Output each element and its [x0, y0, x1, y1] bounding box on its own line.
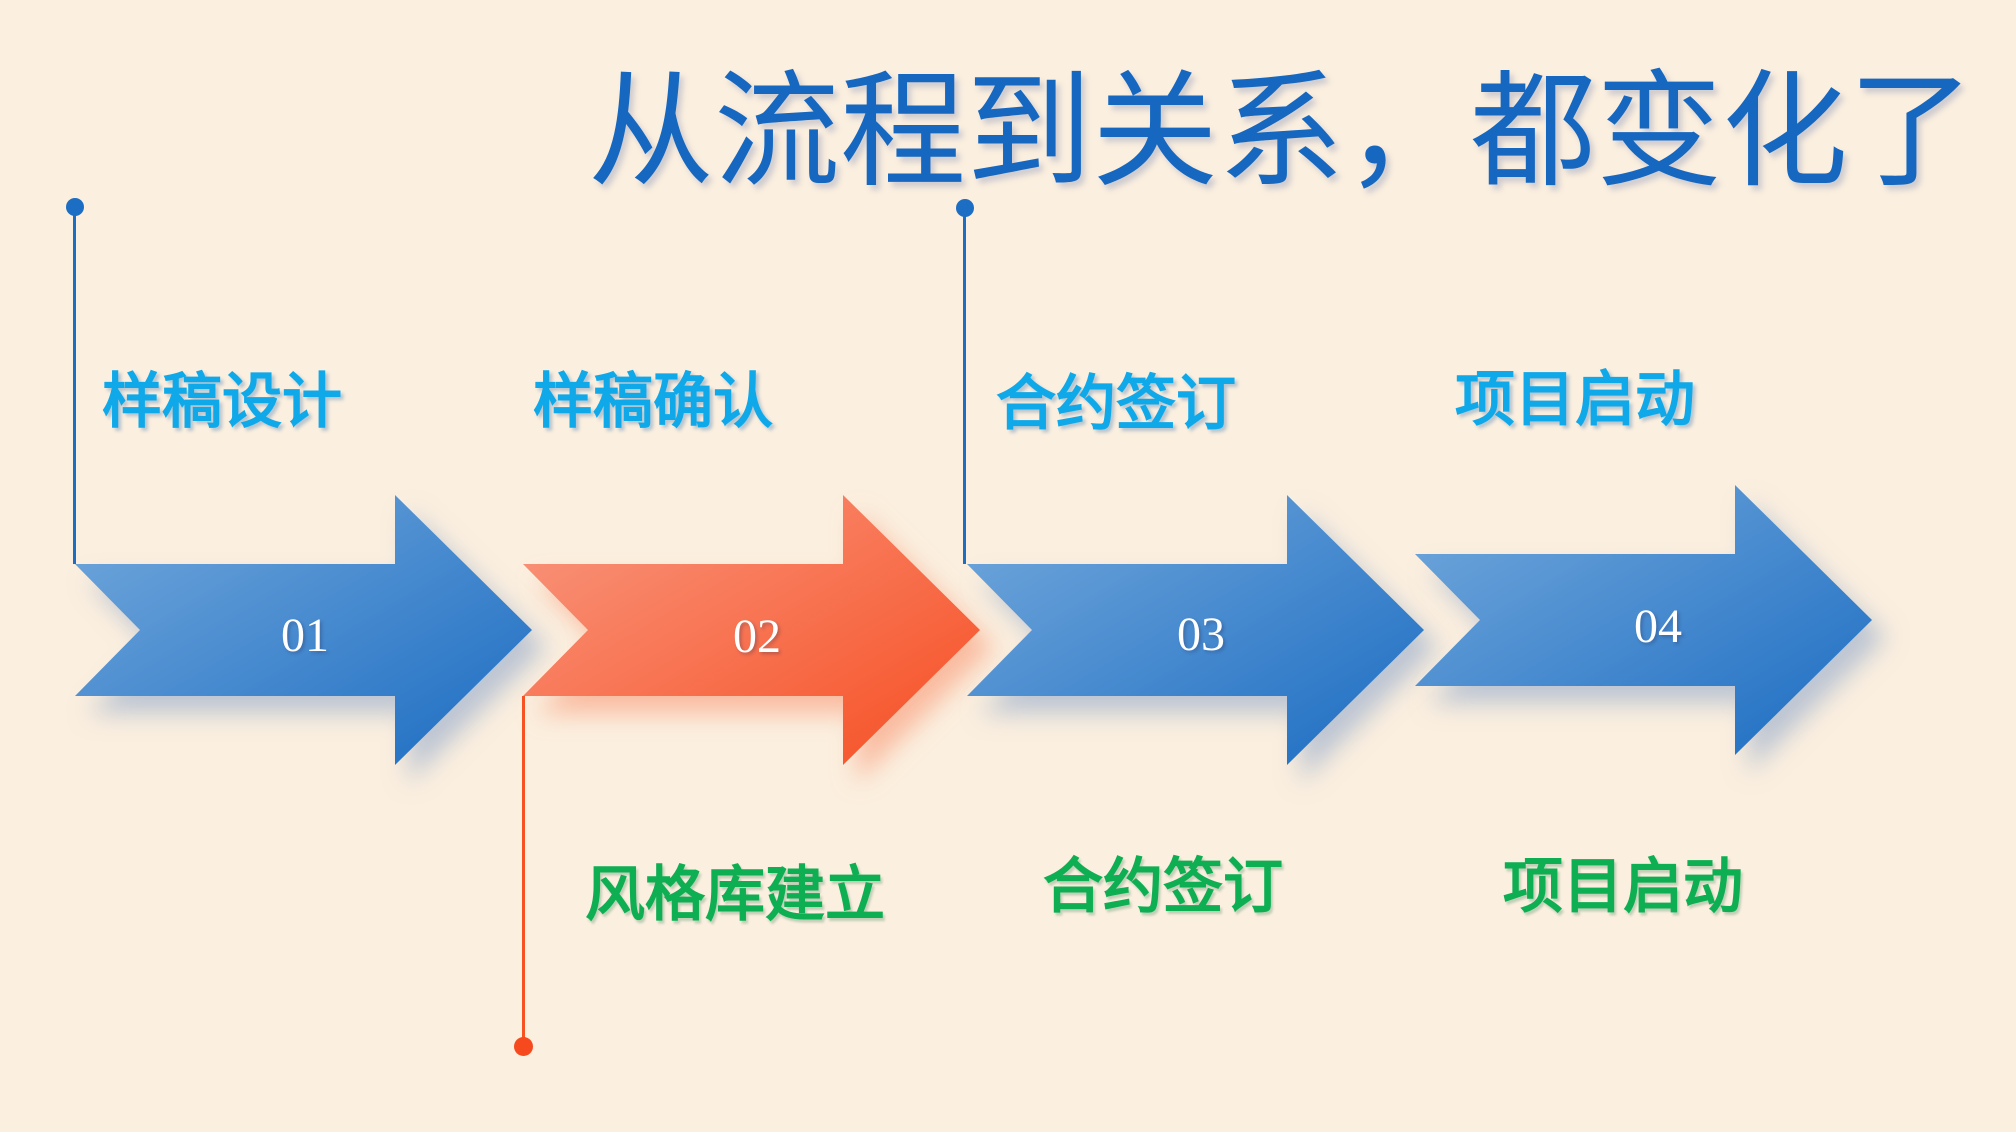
step-2-label-bottom: 风格库建立: [585, 862, 885, 928]
step-4-number: 04: [1634, 600, 1682, 653]
step-2-label-top: 样稿确认: [533, 369, 773, 435]
connector-dot-step3: [956, 199, 974, 217]
arrow-step-1: [75, 495, 532, 765]
step-2-number: 02: [733, 610, 781, 663]
connector-dot-step1: [66, 198, 84, 216]
step-1-label-top: 样稿设计: [102, 369, 342, 435]
arrow-step-2: [523, 495, 980, 765]
step-4-label-bottom: 项目启动: [1503, 854, 1743, 920]
arrow-step-4: [1415, 485, 1872, 755]
connector-line-step3: [963, 208, 966, 564]
connector-line-step1: [73, 207, 76, 564]
step-4-label-top: 项目启动: [1455, 367, 1695, 433]
step-3-label-top: 合约签订: [996, 371, 1236, 437]
step-3-label-bottom: 合约签订: [1043, 854, 1283, 920]
slide-title: 从流程到关系，都变化了: [588, 64, 1974, 203]
step-1-number: 01: [281, 609, 329, 662]
arrow-step-3: [967, 495, 1424, 765]
connector-dot-step2: [514, 1037, 533, 1056]
connector-line-step2: [522, 696, 525, 1046]
step-3-number: 03: [1177, 608, 1225, 661]
